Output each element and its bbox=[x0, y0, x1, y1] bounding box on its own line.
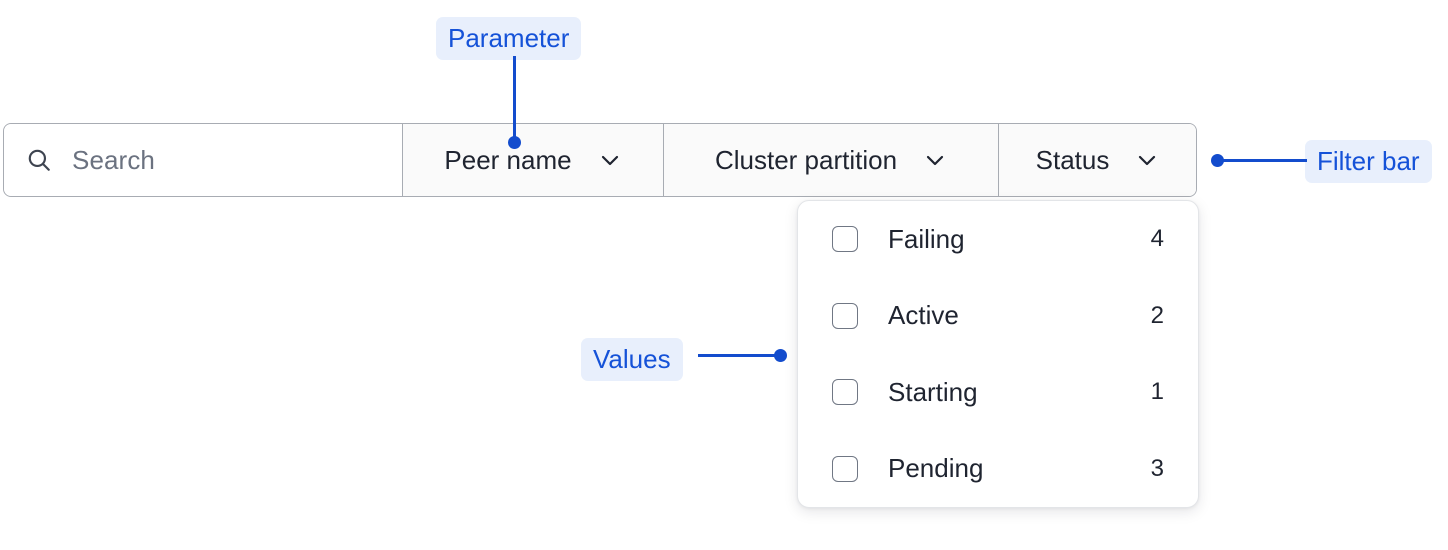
search-placeholder: Search bbox=[72, 144, 155, 175]
dropdown-status[interactable]: Status bbox=[999, 124, 1196, 196]
list-item-count: 4 bbox=[1150, 225, 1164, 252]
checkbox-failing[interactable] bbox=[832, 226, 858, 252]
list-item-count: 3 bbox=[1150, 454, 1164, 482]
list-item[interactable]: Active 2 bbox=[832, 294, 1164, 338]
list-item[interactable]: Pending 3 bbox=[832, 447, 1164, 491]
dropdown-cluster-partition-label: Cluster partition bbox=[714, 144, 898, 175]
annotation-filter-bar: Filter bar bbox=[1305, 140, 1432, 183]
search-icon bbox=[26, 147, 52, 173]
chevron-down-icon bbox=[923, 148, 947, 172]
annotation-connector-filter-bar bbox=[1221, 159, 1307, 162]
dropdown-cluster-partition[interactable]: Cluster partition bbox=[664, 124, 999, 196]
dropdown-status-label: Status bbox=[1035, 144, 1110, 175]
chevron-down-icon bbox=[1135, 148, 1159, 172]
dropdown-peer-name[interactable]: Peer name bbox=[403, 124, 664, 196]
list-item[interactable]: Starting 1 bbox=[832, 370, 1164, 414]
chevron-down-icon bbox=[598, 148, 622, 172]
filter-bar: Search Peer name Cluster partition Statu… bbox=[3, 123, 1197, 197]
checkbox-starting[interactable] bbox=[832, 379, 858, 406]
annotation-connector-parameter bbox=[513, 56, 516, 144]
annotation-anchor-dot-parameter bbox=[508, 136, 521, 149]
checkbox-active[interactable] bbox=[832, 302, 858, 329]
list-item-label: Pending bbox=[888, 453, 984, 484]
list-item[interactable]: Failing 4 bbox=[832, 217, 1164, 261]
annotation-values: Values bbox=[581, 338, 683, 381]
annotation-parameter: Parameter bbox=[436, 17, 582, 60]
list-item-count: 1 bbox=[1150, 378, 1164, 406]
annotation-anchor-dot-values bbox=[774, 349, 787, 362]
annotation-anchor-dot-filter-bar bbox=[1211, 154, 1224, 167]
list-item-label: Starting bbox=[888, 376, 978, 407]
list-item-count: 2 bbox=[1150, 301, 1164, 329]
status-dropdown-panel: Failing 4 Active 2 Starting 1 Pending 3 bbox=[797, 200, 1199, 508]
search-input[interactable]: Search bbox=[4, 124, 403, 196]
dropdown-peer-name-label: Peer name bbox=[444, 144, 572, 175]
list-item-label: Active bbox=[888, 300, 959, 331]
annotation-connector-values bbox=[698, 354, 782, 357]
checkbox-pending[interactable] bbox=[832, 455, 858, 482]
list-item-label: Failing bbox=[888, 223, 965, 254]
